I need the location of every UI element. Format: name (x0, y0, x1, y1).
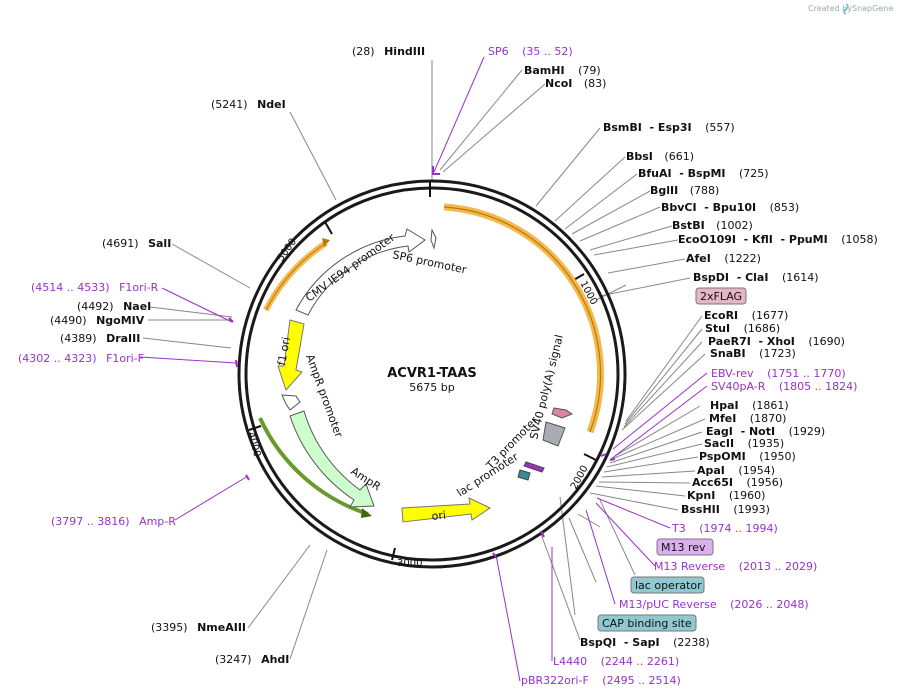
feature-ori (401, 497, 492, 523)
label-f1-ori: f1 ori (275, 336, 293, 367)
enzyme-bsmbi: BsmBI - Esp3I (557) (603, 121, 735, 134)
enzyme-pspomi: PspOMI (1950) (699, 450, 796, 463)
feature-ampr-promoter (281, 394, 301, 411)
enzyme-ncoi: NcoI (83) (545, 77, 606, 90)
tick-5000: 5000 (275, 237, 299, 264)
enzyme-labels: (28) HindIII BamHI (79) NcoI (83) (5241)… (50, 45, 878, 666)
feature-sv40-polya (542, 421, 566, 447)
enzyme-ndei: (5241) NdeI (211, 98, 286, 111)
enzyme-bbvci: BbvCI - Bpu10I (853) (661, 201, 799, 214)
snapgene-logo-icon (843, 3, 849, 15)
enzyme-ngomiv: (4490) NgoMIV (50, 314, 145, 327)
svg-text:2xFLAG: 2xFLAG (700, 290, 742, 303)
enzyme-bsshii: BssHII (1993) (681, 503, 770, 516)
badge-lac-operator: lac operator (630, 576, 705, 594)
primer-f1ori-r: (4514 .. 4533) F1ori-R (31, 281, 159, 294)
feature-arc-green-arrow (361, 508, 372, 518)
primer-m13-puc-reverse: M13/pUC Reverse (2026 .. 2048) (619, 598, 809, 611)
enzyme-stui: StuI (1686) (705, 322, 780, 335)
enzyme-bspdi: BspDI - ClaI (1614) (693, 271, 819, 284)
enzyme-bfuai: BfuAI - BspMI (725) (638, 167, 769, 180)
tick-3000: 3000 (397, 558, 422, 569)
enzyme-sacii: SacII (1935) (704, 437, 784, 450)
enzyme-apai: ApaI (1954) (697, 464, 775, 477)
feature-arc-orange-1-edge (443, 206, 602, 433)
label-sp6-promoter: SP6 promoter (391, 248, 468, 276)
watermark-prefix: Created by (808, 4, 852, 13)
enzyme-ahdi: (3247) AhdI (215, 653, 289, 666)
enzyme-ecori: EcoRI (1677) (704, 309, 788, 322)
badge-2xflag: 2xFLAG (695, 287, 747, 305)
feature-arc-orange-1 (443, 203, 604, 434)
feature-arc-orange-2-arrow (322, 238, 330, 247)
enzyme-sali: (4691) SalI (102, 237, 171, 250)
feature-ampr (289, 410, 375, 508)
svg-text:CAP binding site: CAP binding site (602, 617, 692, 630)
feature-2xflag-mark (551, 407, 574, 419)
enzyme-mfei: MfeI (1870) (709, 412, 786, 425)
enzyme-kpni: KpnI (1960) (687, 489, 765, 502)
enzyme-nmeaiii: (3395) NmeAIII (151, 621, 246, 634)
enzyme-draiii: (4389) DraIII (60, 332, 140, 345)
primer-marks (228, 166, 616, 558)
enzyme-bstbi: BstBI (1002) (672, 219, 753, 232)
primer-m13-reverse: M13 Reverse (2013 .. 2029) (654, 560, 817, 573)
enzyme-paer7i: PaeR7I - XhoI (1690) (708, 335, 845, 348)
badge-m13-rev: M13 rev (656, 538, 714, 556)
feature-sp6-promoter (430, 228, 437, 250)
feature-f1-ori (277, 319, 305, 391)
enzyme-ecoo109i: EcoO109I - KflI - PpuMI (1058) (678, 233, 878, 246)
backbone-outer (237, 179, 627, 569)
badge-cap-binding-site: CAP binding site (597, 614, 697, 632)
backbone-inner (244, 186, 620, 562)
enzyme-eagi: EagI - NotI (1929) (706, 425, 825, 438)
enzyme-snabi: SnaBI (1723) (710, 347, 796, 360)
enzyme-hindiii: (28) HindIII (352, 45, 425, 58)
enzyme-bamhi: BamHI (79) (524, 64, 601, 77)
primer-sv40pa-r: SV40pA-R (1805 .. 1824) (711, 380, 857, 393)
feature-arc-orange-2-edge (265, 242, 327, 311)
label-cmv-promoter: CMV IE94 promoter (303, 231, 398, 305)
plasmid-size: 5675 bp (409, 381, 454, 394)
primer-sp6: SP6 (35 .. 52) (488, 45, 573, 58)
enzyme-bglii: BglII (788) (650, 184, 719, 197)
primer-ebv-rev: EBV-rev (1751 .. 1770) (711, 367, 846, 380)
enzyme-bspqi: BspQI - SapI (2238) (580, 636, 710, 649)
feature-cmv-promoter (295, 228, 426, 316)
label-ori: ori (431, 509, 447, 523)
enzyme-naei: (4492) NaeI (77, 300, 151, 313)
primer-t3: T3 (1974 .. 1994) (671, 522, 778, 535)
watermark-brand: SnapGene (852, 4, 893, 13)
leader-lines (142, 60, 706, 660)
primer-leader-lines (139, 56, 708, 682)
enzyme-bbsi: BbsI (661) (626, 150, 694, 163)
feature-lac-operator-mark (517, 469, 531, 481)
svg-text:M13 rev: M13 rev (661, 541, 706, 554)
svg-text:lac operator: lac operator (635, 579, 702, 592)
tick-4000: 4000 (245, 431, 262, 458)
primer-f1ori-f: (4302 .. 4323) F1ori-F (18, 352, 144, 365)
primer-amp-r: (3797 .. 3816) Amp-R (51, 515, 176, 528)
label-lac-promoter: lac promoter (455, 450, 522, 499)
feature-arc-green (258, 417, 369, 516)
primer-pbr322ori-f: pBR322ori-F (2495 .. 2514) (521, 674, 681, 687)
plasmid-name: ACVR1-TAAS (387, 366, 477, 381)
primer-labels: SP6 (35 .. 52) (4514 .. 4533) F1ori-R (4… (18, 45, 857, 687)
feature-t3-mark (523, 461, 545, 473)
enzyme-afei: AfeI (1222) (686, 252, 761, 265)
enzyme-acc65i: Acc65I (1956) (692, 476, 783, 489)
primer-l4440: L4440 (2244 .. 2261) (553, 655, 679, 668)
enzyme-hpai: HpaI (1861) (710, 399, 789, 412)
